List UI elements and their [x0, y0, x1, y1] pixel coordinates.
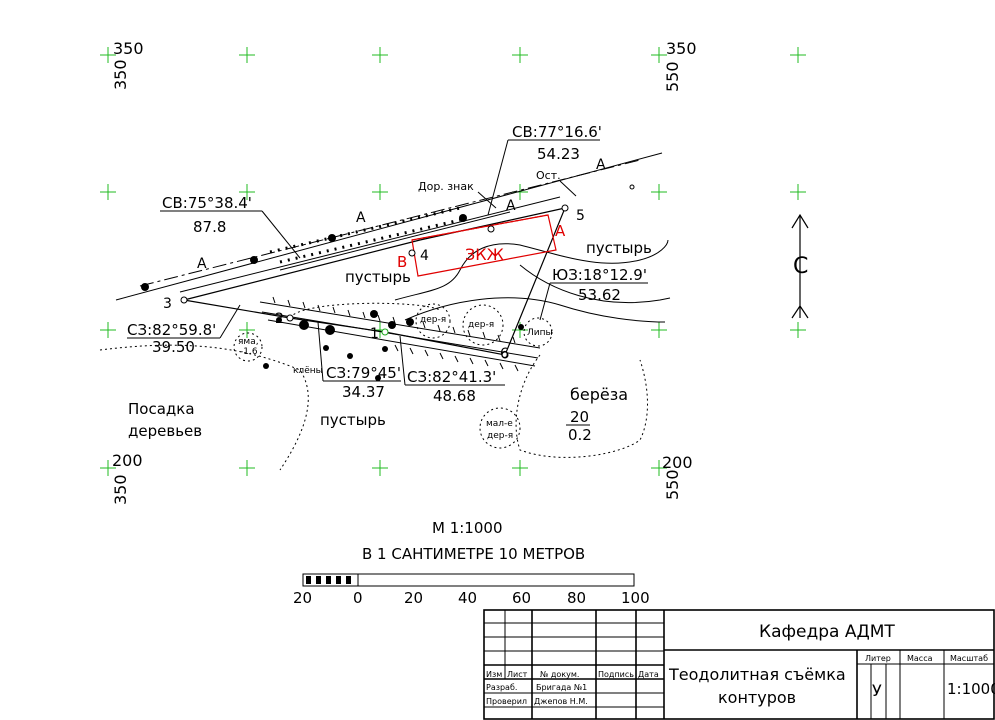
label-klyony: клёны	[293, 366, 323, 376]
grid-crosses	[100, 47, 806, 476]
label-line-a-3: А	[506, 198, 516, 214]
grid-label-bl-y: 200	[112, 451, 143, 470]
row-razrab: Разраб.	[486, 683, 517, 692]
label-posadka-2: деревьев	[128, 422, 202, 440]
label-red-a: А	[555, 222, 566, 240]
label-der-ya-2: дер-я	[468, 320, 494, 330]
grid-label-tr-x: 550	[663, 61, 682, 92]
label-road-sign: Дор. знак	[418, 180, 474, 193]
label-der-ya-1: дер-я	[420, 315, 446, 325]
point-label-3: 3	[163, 296, 172, 312]
masshtab-value: 1:1000	[947, 680, 995, 698]
label-beryoza-num: 20	[570, 408, 589, 426]
scale-tick-0: 20	[293, 589, 312, 607]
station-points	[180, 184, 635, 359]
title-department: Кафедра АДМТ	[759, 622, 895, 642]
razrab-name: Бригада №1	[536, 683, 587, 692]
label-yama-2: -1.6	[240, 347, 258, 357]
point-label-6: 6	[500, 346, 509, 362]
grid-label-br-y: 200	[662, 453, 693, 472]
row-proveril: Проверил	[486, 697, 527, 706]
scale-tick-2: 20	[404, 589, 423, 607]
zkzh-outline	[411, 214, 557, 277]
trees	[141, 214, 524, 381]
length-5: 34.37	[342, 383, 385, 401]
grid-label-tl-x: 350	[111, 59, 130, 90]
label-lipy: Липы	[527, 328, 553, 338]
title-line-1: Теодолитная съёмка	[668, 665, 846, 684]
scale-tick-5: 80	[567, 589, 586, 607]
col-date: Дата	[638, 670, 659, 679]
label-maly-2: дер-я	[487, 431, 513, 441]
label-red-b: В	[397, 253, 407, 271]
grid-label-tl-y: 350	[113, 39, 144, 58]
liter-value: У	[872, 681, 882, 700]
length-3: 53.62	[578, 286, 621, 304]
bearing-4: СЗ:82°41.3'	[407, 368, 496, 386]
scale-bar	[302, 573, 635, 587]
point-label-1: 1	[370, 326, 379, 342]
length-2: 54.23	[537, 145, 580, 163]
grid-label-br-x: 550	[663, 469, 682, 500]
label-line-a-2: А	[356, 210, 366, 226]
label-beryoza-den: 0.2	[568, 426, 592, 444]
hdr-masshtab: Масштаб	[950, 654, 988, 663]
label-pustyr-1: пустырь	[345, 268, 411, 286]
length-4: 48.68	[433, 387, 476, 405]
col-list: Лист	[507, 670, 528, 679]
title-block	[483, 609, 995, 720]
col-izm: Изм	[486, 670, 502, 679]
bearing-5: СЗ:79°45'	[326, 364, 401, 382]
grid-label-tr-y: 350	[666, 39, 697, 58]
label-line-a-4: А	[596, 157, 606, 173]
label-line-a-1: А	[197, 256, 207, 272]
contour-curves	[394, 239, 671, 323]
north-arrow-icon	[791, 213, 809, 319]
hdr-massa: Масса	[907, 654, 933, 663]
length-1: 87.8	[193, 218, 226, 236]
grid-label-bl-x: 350	[111, 474, 130, 505]
bearing-2: СВ:77°16.6'	[512, 123, 602, 141]
vegetation-boundaries	[99, 302, 648, 471]
col-doc: № докум.	[540, 670, 579, 679]
label-pustyr-3: пустырь	[320, 411, 386, 429]
label-maly-1: мал-е	[486, 419, 513, 429]
point-label-2: 2	[275, 311, 284, 327]
scale-tick-1: 0	[353, 589, 363, 607]
label-yama-1: яма,	[238, 337, 259, 347]
hdr-liter: Литер	[865, 654, 891, 663]
label-posadka-1: Посадка	[128, 400, 195, 418]
scale-subtitle: В 1 САНТИМЕТРЕ 10 МЕТРОВ	[362, 545, 585, 563]
label-bus-stop: Ост.	[536, 169, 561, 182]
scale-title: М 1:1000	[432, 519, 502, 537]
point-label-4: 4	[420, 248, 429, 264]
bearing-3: ЮЗ:18°12.9'	[552, 266, 647, 284]
length-6: 39.50	[152, 338, 195, 356]
scale-tick-6: 100	[621, 589, 650, 607]
annotation-leaders	[127, 139, 648, 386]
label-zkzh: ЗКЖ	[465, 245, 504, 264]
bearing-1: СВ:75°38.4'	[162, 194, 252, 212]
scale-tick-4: 60	[512, 589, 531, 607]
label-pustyr-2: пустырь	[586, 239, 652, 257]
lower-road	[259, 296, 541, 372]
bearing-6: СЗ:82°59.8'	[127, 321, 216, 339]
north-label: С	[793, 254, 808, 279]
title-line-2: контуров	[718, 688, 796, 707]
label-beryoza: берёза	[570, 385, 628, 404]
scale-tick-3: 40	[458, 589, 477, 607]
col-sign: Подпись	[598, 670, 634, 679]
proveril-name: Джепов Н.М.	[534, 697, 588, 706]
road	[115, 152, 663, 301]
point-label-5: 5	[576, 208, 585, 224]
